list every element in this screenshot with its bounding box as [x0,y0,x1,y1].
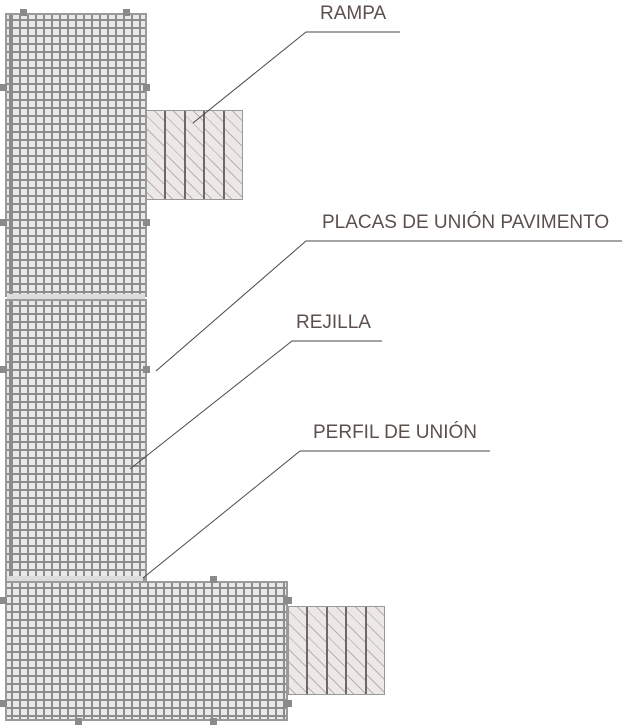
joint-profile-lower [7,576,143,582]
label-rejilla: REJILLA [296,312,371,333]
label-rampa: RAMPA [320,3,387,24]
grating-panel-top [5,13,147,297]
leader-placas [155,240,622,372]
ramp-top [146,110,243,200]
leader-perfil [142,450,490,579]
label-perfil-union: PERFIL DE UNIÓN [313,422,477,443]
ramp-bottom [288,606,385,695]
label-placas-union-pavimento: PLACAS DE UNIÓN PAVIMENTO [322,212,610,233]
leader-rejilla [129,340,382,470]
leader-rampa [192,31,400,124]
grating-panel-bottom [5,581,288,721]
grating-panel-middle [5,299,147,581]
joint-profile-upper [7,294,145,300]
